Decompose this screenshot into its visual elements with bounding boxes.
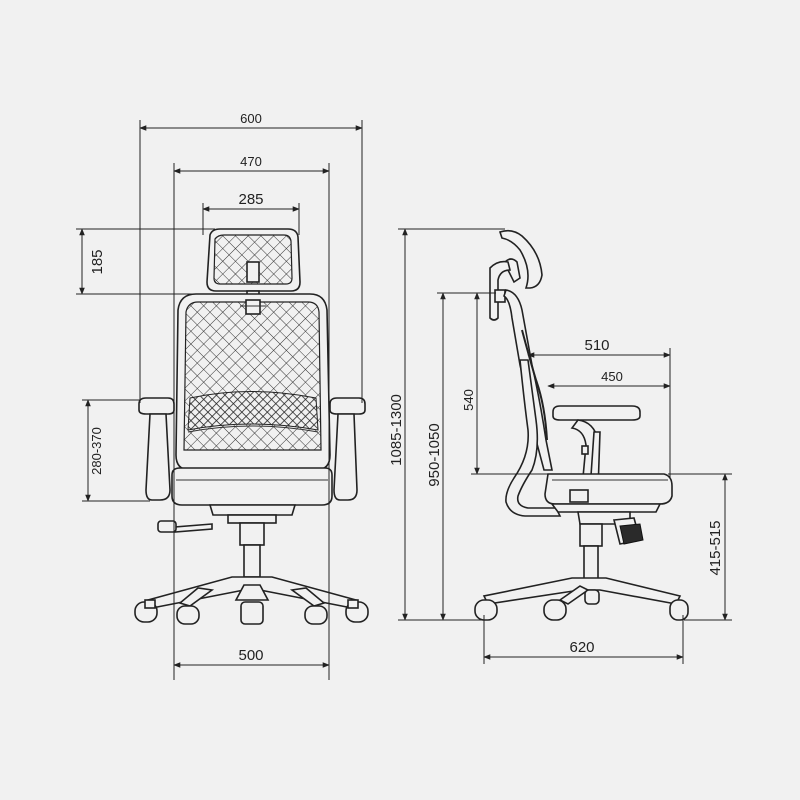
dim-headrest-width: 285 bbox=[238, 191, 263, 208]
side-backrest bbox=[503, 289, 562, 517]
dim-backrest-height: 540 bbox=[461, 389, 476, 411]
front-view: 600 470 285 185 280-370 500 bbox=[76, 111, 369, 680]
side-dimensions: 1085-1300 950-1050 540 510 450 415-515 bbox=[388, 228, 732, 664]
dim-armrest-depth: 450 bbox=[601, 369, 623, 384]
front-base bbox=[134, 522, 369, 625]
dim-headrest-height: 185 bbox=[89, 249, 106, 274]
dim-overall-width: 600 bbox=[240, 111, 262, 126]
front-dimensions: 600 470 285 185 280-370 500 bbox=[76, 111, 363, 680]
dim-seat-depth: 510 bbox=[584, 337, 609, 354]
side-view: 1085-1300 950-1050 540 510 450 415-515 bbox=[388, 228, 732, 664]
front-height-lever bbox=[157, 520, 213, 533]
side-seat bbox=[544, 473, 673, 513]
side-base bbox=[474, 523, 689, 621]
dim-base-width: 500 bbox=[238, 647, 263, 664]
front-casters bbox=[134, 599, 369, 625]
front-backrest bbox=[175, 293, 331, 471]
dim-base-depth: 620 bbox=[569, 639, 594, 656]
side-casters bbox=[474, 589, 689, 621]
dim-overall-height: 1085-1300 bbox=[388, 394, 405, 466]
dim-seat-height: 415-515 bbox=[707, 520, 724, 575]
front-seat bbox=[171, 467, 333, 524]
side-mechanism bbox=[577, 511, 644, 545]
dim-armrest-height: 280-370 bbox=[89, 427, 104, 475]
dim-back-height: 950-1050 bbox=[426, 423, 443, 486]
dim-seat-width: 470 bbox=[240, 154, 262, 169]
